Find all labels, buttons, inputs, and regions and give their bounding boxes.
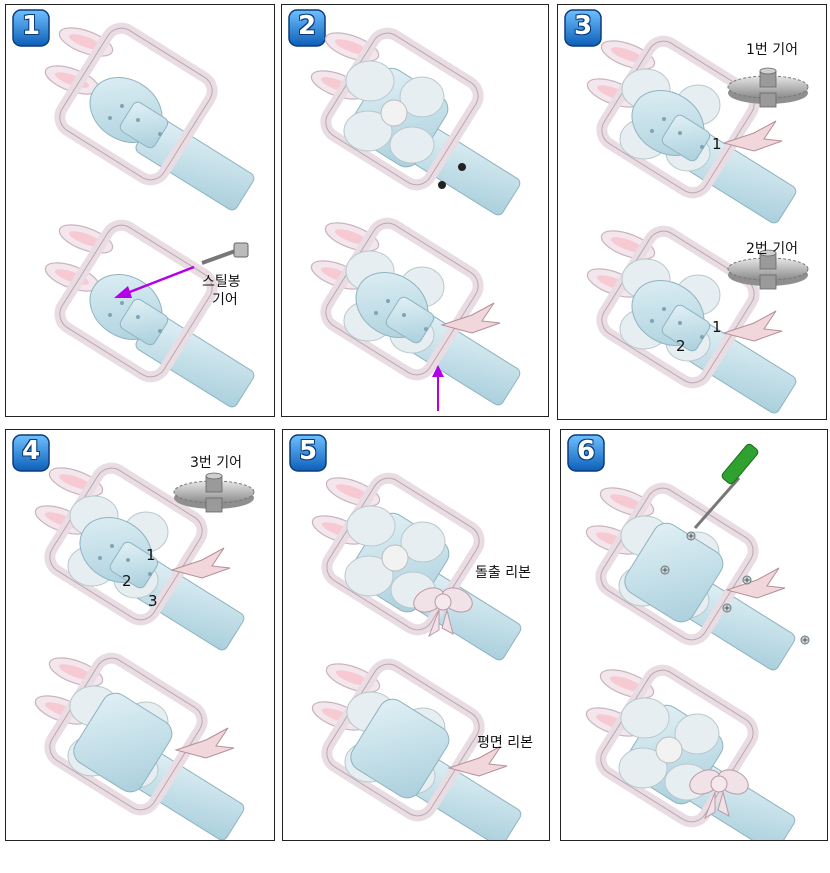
badge-shape-icon (12, 434, 50, 472)
gear-marker: 1 (712, 318, 722, 336)
step-number: 4 (21, 436, 41, 466)
step-badge: 1 (12, 9, 50, 47)
steel-rod-gear-icon (201, 242, 249, 265)
gear-2-label: 2번 기어 (746, 241, 798, 257)
step-number: 3 (573, 11, 593, 41)
gear-marker: 1 (146, 546, 156, 564)
step-badge: 3 (564, 9, 602, 47)
step-3-panel: 3 1번 기어 2번 기어 1 1 2 (557, 4, 827, 420)
badge-shape-icon (12, 9, 50, 47)
step-1-panel: 1 스틸봉 기어 (5, 4, 275, 417)
step-3-illustration (558, 5, 809, 419)
badge-shape-icon (289, 434, 327, 472)
gear-1-icon (727, 67, 809, 108)
gear-marker: 1 (712, 135, 722, 153)
step-number: 5 (298, 436, 318, 466)
step-2-illustration (282, 5, 548, 415)
badge-shape-icon (288, 9, 326, 47)
step-5-illustration (283, 430, 549, 840)
insert-arrow-icon (114, 265, 195, 298)
badge-shape-icon (564, 9, 602, 47)
gear-marker: 2 (676, 337, 686, 355)
step-number: 2 (297, 11, 317, 41)
step-6-panel: 6 (560, 429, 828, 841)
step-4-illustration (6, 430, 255, 840)
step-1-illustration (6, 5, 274, 415)
gear-1-label: 1번 기어 (746, 42, 798, 58)
gear-3-label: 3번 기어 (190, 455, 242, 471)
step-badge: 2 (288, 9, 326, 47)
badge-shape-icon (567, 434, 605, 472)
step-2-panel: 2 (281, 4, 549, 417)
gear-marker: 2 (122, 572, 132, 590)
convex-ribbon-label: 돌출 리본 (475, 565, 531, 581)
up-arrow-icon (432, 365, 444, 411)
step-6-illustration (561, 443, 810, 840)
steel-rod-gear-label-line1: 스틸봉 (202, 274, 241, 290)
step-5-panel: 5 돌출 리본 평면 리본 (282, 429, 550, 841)
step-4-panel: 4 3번 기어 1 2 3 (5, 429, 275, 841)
step-badge: 5 (289, 434, 327, 472)
screwdriver-icon (693, 443, 759, 529)
step-number: 1 (21, 11, 41, 41)
gear-marker: 3 (148, 592, 158, 610)
steel-rod-gear-label-line2: 기어 (212, 292, 238, 308)
step-number: 6 (576, 436, 596, 466)
flat-ribbon-label: 평면 리본 (477, 735, 533, 751)
step-badge: 6 (567, 434, 605, 472)
step-badge: 4 (12, 434, 50, 472)
